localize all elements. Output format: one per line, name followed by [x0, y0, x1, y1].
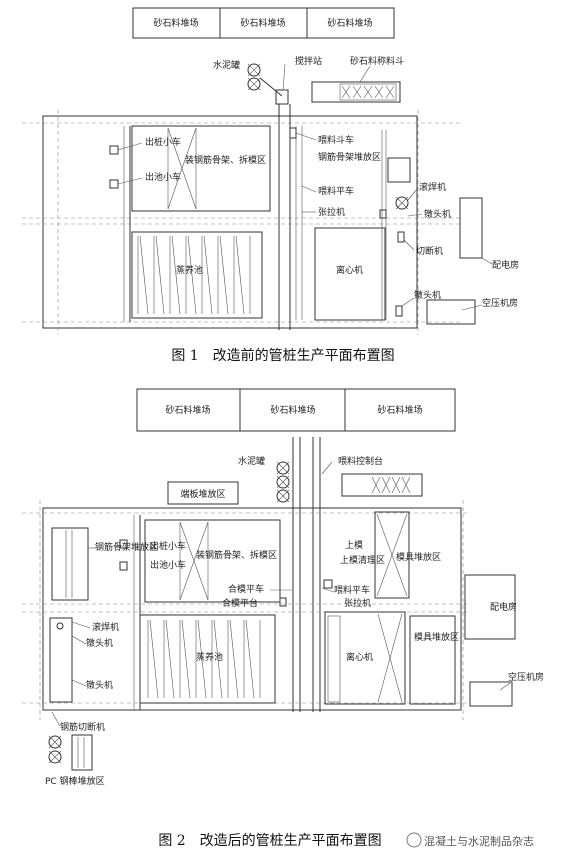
- fig1-upsetter-2-label: 镦头机: [414, 289, 441, 301]
- fig2-upper-mold-label: 上模: [345, 540, 363, 551]
- fig2-left-storage: [51, 527, 89, 601]
- fig2-upper-mold-clean-label: 上模清理区: [340, 554, 385, 566]
- fig2-feed-flat-cart-label: 喂料平车: [334, 584, 370, 596]
- fig1-roll-welder-icon: [395, 196, 409, 210]
- fig1-building: [42, 115, 418, 329]
- fig2-roll-welder-icon: [56, 622, 64, 630]
- fig1-upsetter-label: 镦头机: [424, 208, 451, 220]
- fig1-cement-tank-label: 水泥罐: [213, 59, 240, 71]
- fig1-demold-area: [131, 125, 271, 212]
- fig2-centrifuge-label: 离心机: [346, 651, 373, 663]
- fig1-feed-hopper-cart: [289, 127, 297, 139]
- fig2-centrifuge: [324, 611, 406, 705]
- fig2-roll-welder-label: 滚焊机: [92, 621, 119, 633]
- fig2-demold-area: [144, 519, 281, 603]
- fig1-pool-cart: [109, 179, 119, 189]
- fig2-rebar-cutter-label: 钢筋切断机: [60, 721, 105, 733]
- fig1-upsetter: [379, 209, 387, 219]
- fig1-power-room: [459, 197, 483, 259]
- fig1-pile-cart: [109, 145, 119, 155]
- fig2-cement-tank-icon: [276, 461, 290, 503]
- fig2-stockyard-box: [136, 388, 456, 432]
- wechat-icon: [406, 832, 422, 848]
- fig1-demold-label-1: 装钢筋骨架、拆模区: [185, 154, 266, 166]
- fig2-mold-storage-2: [409, 615, 456, 705]
- fig1-stockyard-2: 砂石料堆场: [240, 17, 285, 29]
- fig1-aggregate-hopper-label: 砂石料称料斗: [350, 55, 404, 67]
- fig1-compressor-room: [426, 299, 476, 325]
- fig1-roll-welder-label: 滚焊机: [419, 181, 446, 193]
- fig2-endplate-storage: [167, 481, 239, 505]
- fig1-stockyard-box: [132, 7, 395, 39]
- fig2-power-room-label: 配电房: [490, 601, 517, 613]
- fig1-steam-pool: [131, 231, 263, 319]
- fig1-mixing-station-label: 搅拌站: [295, 55, 322, 67]
- fig2-mold-storage-2-label: 模具堆放区: [414, 631, 459, 643]
- fig1-feed-flat-cart-label: 喂料平车: [318, 185, 354, 197]
- fig2-pc-storage-label: PC 钢棒堆放区: [45, 775, 105, 787]
- fig1-upsetter-2: [395, 305, 403, 317]
- fig2-steam-pool: [139, 614, 276, 704]
- fig2-pool-cart: [119, 561, 128, 571]
- fig2-compressor-room: [469, 681, 513, 707]
- fig2-pc-storage: [71, 734, 93, 771]
- fig2-compressor-label: 空压机房: [508, 671, 544, 683]
- watermark: 混凝土与水泥制品杂志: [406, 832, 534, 848]
- fig1-equipment-box: [387, 157, 411, 183]
- fig2-mold-flat-cart-label: 合模平车: [228, 583, 264, 595]
- fig1-pile-cart-label: 出桩小车: [145, 136, 181, 148]
- fig1-tensioner-label: 张拉机: [318, 206, 345, 218]
- fig2-feed-control-label: 喂料控制台: [338, 455, 383, 467]
- fig2-power-room: [464, 574, 516, 640]
- fig2-mold-platform-label: 合模平台: [222, 597, 258, 609]
- watermark-text: 混凝土与水泥制品杂志: [424, 834, 534, 848]
- fig2-endplate-label: 端板堆放区: [180, 488, 225, 500]
- fig2-stockyard-3: 砂石料堆场: [377, 404, 422, 416]
- fig2-tensioner-label: 张拉机: [344, 597, 371, 609]
- fig2-left-lower: [49, 617, 73, 703]
- fig2-feed-flat-cart: [323, 579, 333, 589]
- fig2-upsetter-label: 镦头机: [86, 637, 113, 649]
- fig1-centrifuge-label: 离心机: [336, 264, 363, 276]
- fig2-mold-platform: [279, 597, 287, 607]
- fig2-pc-rollers-icon: [48, 735, 62, 764]
- fig1-rebar-storage-label: 钢筋骨架堆放区: [318, 151, 381, 163]
- fig1-aggregate-hopper: [311, 81, 401, 103]
- fig2-upsetter-2-label: 镦头机: [86, 679, 113, 691]
- fig1-caption: 图 1 改造前的管桩生产平面布置图: [171, 347, 394, 364]
- fig2-steam-pool-label: 蒸养池: [196, 651, 223, 663]
- figure-1: 砂石料堆场 砂石料堆场 砂石料堆场 水泥罐 搅拌站 砂石料称料斗: [22, 7, 519, 364]
- fig1-cutter-label: 切断机: [416, 245, 443, 257]
- fig2-building: [42, 507, 462, 711]
- fig2-stockyard-2: 砂石料堆场: [270, 404, 315, 416]
- fig1-compressor-label: 空压机房: [482, 297, 518, 309]
- fig2-pile-cart: [119, 539, 128, 549]
- fig2-pile-cart-label: 出桩小车: [150, 540, 186, 552]
- fig2-mold-storage-1: [374, 511, 410, 599]
- fig1-power-room-label: 配电房: [492, 259, 519, 271]
- fig2-mold-storage-1-label-a: 模具堆放区: [396, 551, 441, 563]
- fig1-cutter: [397, 231, 405, 243]
- fig1-mixing-station: [275, 89, 289, 105]
- fig1-stockyard-1: 砂石料堆场: [153, 17, 198, 29]
- fig1-pool-cart-label: 出池小车: [145, 171, 181, 183]
- figure-2: 砂石料堆场 砂石料堆场 砂石料堆场 水泥罐 喂料控制台 端板堆放区: [22, 388, 544, 849]
- fig2-pool-cart-label: 出池小车: [150, 559, 186, 571]
- fig1-steam-pool-label: 蒸养池: [176, 264, 203, 276]
- fig2-cement-tank-label: 水泥罐: [238, 455, 265, 467]
- fig2-caption: 图 2 改造后的管桩生产平面布置图: [158, 832, 381, 849]
- fig1-centrifuge: [314, 227, 386, 321]
- fig1-feed-hopper-cart-label: 喂料斗车: [318, 134, 354, 146]
- fig1-cement-tank-icon: [247, 63, 283, 97]
- fig2-demold-label: 装钢筋骨架、拆模区: [196, 549, 277, 561]
- fig1-stockyard-3: 砂石料堆场: [327, 17, 372, 29]
- fig2-stockyard-1: 砂石料堆场: [165, 404, 210, 416]
- fig2-aggregate-hopper: [341, 473, 423, 497]
